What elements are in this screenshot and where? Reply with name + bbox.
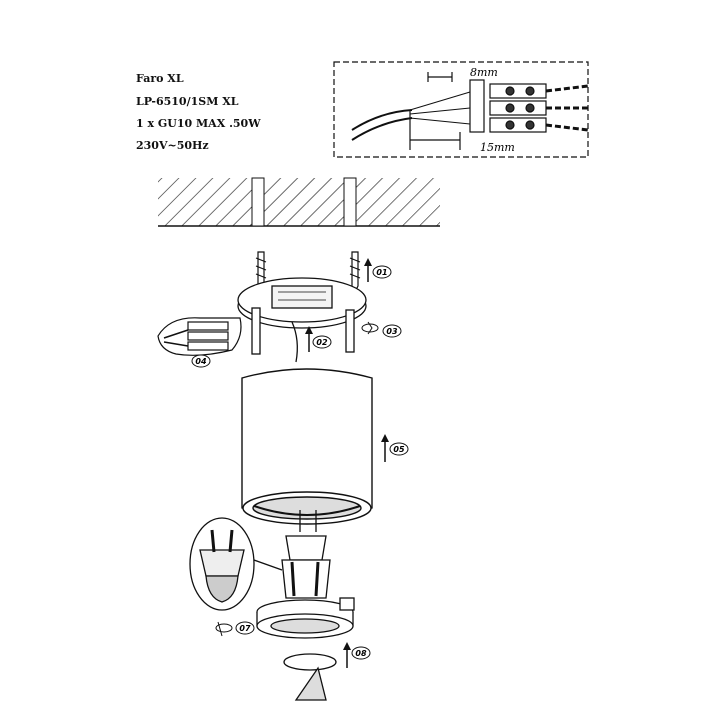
terminal-block — [271, 285, 333, 309]
wiring-detail-callout — [157, 317, 242, 356]
svg-text:03: 03 — [386, 327, 398, 336]
mounting-post-left — [251, 307, 261, 355]
wires — [409, 91, 471, 125]
step-08: 08 — [343, 642, 371, 668]
step-05: 05 — [381, 434, 409, 462]
cable-left — [351, 109, 413, 131]
step-02: 02 — [305, 326, 332, 352]
svg-text:02: 02 — [316, 338, 328, 347]
svg-text:07: 07 — [239, 624, 251, 633]
mounting-plate — [237, 277, 367, 363]
earth-terminal — [469, 79, 485, 133]
cylinder-body — [241, 368, 373, 525]
trim-ring — [256, 597, 355, 639]
power-spec: 230V~50Hz — [136, 139, 209, 152]
ceiling — [158, 177, 440, 227]
terminal-3 — [489, 117, 547, 133]
step-07: 07 — [215, 621, 255, 637]
step-04: 04 — [191, 354, 211, 368]
ceiling-plug-right — [343, 177, 357, 227]
svg-text:05: 05 — [393, 445, 405, 454]
terminal-2 — [489, 100, 547, 116]
gu10-bulb — [283, 653, 337, 701]
bulb-detail-callout — [189, 517, 283, 611]
ceiling-plug-left — [251, 177, 265, 227]
lamp-holder — [281, 510, 331, 599]
insulation-length-label: 15mm — [480, 141, 515, 154]
terminal-1 — [489, 83, 547, 99]
bulb-spec: 1 x GU10 MAX .50W — [136, 117, 261, 130]
step-03: 03 — [361, 321, 402, 338]
wiring-inset — [333, 61, 589, 158]
mounting-post-right — [345, 309, 355, 353]
supply-wire — [291, 321, 298, 363]
strip-length-label: 8mm — [470, 66, 498, 79]
svg-text:08: 08 — [355, 649, 367, 658]
model-code: LP-6510/1SM XL — [136, 95, 239, 108]
svg-text:01: 01 — [376, 268, 387, 277]
svg-text:04: 04 — [195, 357, 207, 366]
step-01: 01 — [364, 258, 392, 282]
model-name: Faro XL — [136, 72, 184, 85]
